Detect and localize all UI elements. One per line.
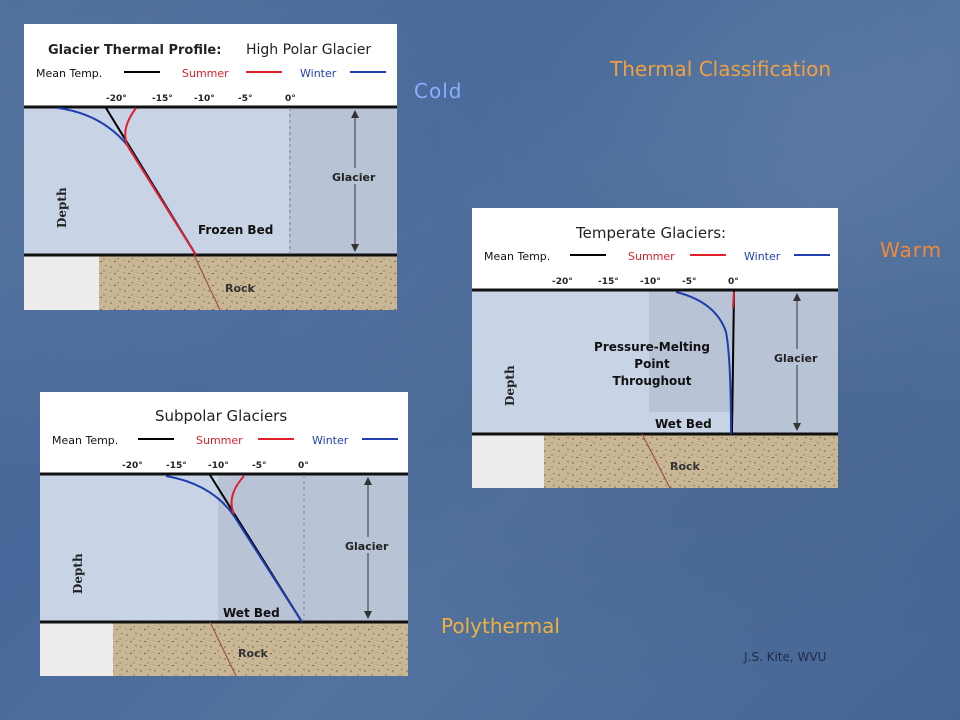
subpolar-tick-0: 0° (298, 461, 309, 471)
polar-tick-0: 0° (285, 94, 296, 104)
subpolar-glacier-panel: Subpolar Glaciers Mean Temp. Summer Wint… (40, 392, 408, 676)
cold-label: Cold (414, 79, 463, 103)
temperate-tick-m5: -5° (682, 277, 697, 287)
subpolar-diagram: Subpolar Glaciers Mean Temp. Summer Wint… (40, 392, 408, 676)
temperate-tick-m20: -20° (552, 277, 573, 287)
polar-arrow-down-icon (351, 244, 359, 252)
warm-label: Warm (880, 238, 943, 262)
temperate-bed-label: Wet Bed (655, 417, 712, 431)
subpolar-bed-label: Wet Bed (223, 606, 280, 620)
subpolar-arrow-up-icon (364, 477, 372, 485)
subpolar-winter-profile (165, 475, 303, 623)
subpolar-title: Subpolar Glaciers (155, 407, 287, 425)
polar-tick-m10: -10° (194, 94, 215, 104)
temperate-depth-label: Depth (503, 365, 517, 406)
polar-title: High Polar Glacier (246, 42, 371, 58)
polar-diagram: Glacier Thermal Profile: High Polar Glac… (24, 24, 397, 310)
temperate-diagram: Temperate Glaciers: Mean Temp. Summer Wi… (472, 208, 838, 488)
temperate-rock-label: Rock (670, 460, 701, 473)
author-credit: J.S. Kite, WVU (744, 650, 827, 664)
subpolar-tick-m5: -5° (252, 461, 267, 471)
polar-legend-mean: Mean Temp. (36, 67, 102, 80)
temperate-legend-winter: Winter (744, 250, 781, 263)
temperate-mean-profile (731, 290, 735, 435)
subpolar-legend-mean: Mean Temp. (52, 434, 118, 447)
temperate-legend-mean: Mean Temp. (484, 250, 550, 263)
subpolar-summer-profile (230, 475, 245, 515)
temperate-tick-m10: -10° (640, 277, 661, 287)
polar-tick-m5: -5° (238, 94, 253, 104)
temperate-glacier-panel: Temperate Glaciers: Mean Temp. Summer Wi… (472, 208, 838, 488)
temperate-arrow-down-icon (793, 423, 801, 431)
subpolar-rock-gradient (209, 621, 237, 676)
temperate-glacier-label: Glacier (774, 352, 818, 365)
polar-glacier-label: Glacier (332, 171, 376, 184)
polar-rock-label: Rock (225, 282, 256, 295)
subpolar-arrow-down-icon (364, 611, 372, 619)
polar-legend-winter: Winter (300, 67, 337, 80)
subpolar-legend-summer: Summer (196, 434, 243, 447)
polar-arrow-up-icon (351, 110, 359, 118)
subpolar-depth-label: Depth (71, 553, 85, 594)
slide-title: Thermal Classification (610, 57, 832, 81)
polar-title-bold: Glacier Thermal Profile: (48, 43, 221, 58)
subpolar-tick-m10: -10° (208, 461, 229, 471)
temperate-note-line2: Point (634, 357, 670, 371)
subpolar-rock-label: Rock (238, 647, 269, 660)
subpolar-glacier-label: Glacier (345, 540, 389, 553)
temperate-title: Temperate Glaciers: (575, 224, 726, 242)
polar-bed-label: Frozen Bed (198, 223, 273, 237)
temperate-tick-m15: -15° (598, 277, 619, 287)
polar-tick-m20: -20° (106, 94, 127, 104)
temperate-rock-gradient (641, 433, 671, 488)
subpolar-tick-m20: -20° (122, 461, 143, 471)
polar-rock-gradient (193, 254, 221, 310)
subpolar-tick-m15: -15° (166, 461, 187, 471)
polar-summer-profile (124, 107, 197, 256)
polar-glacier-panel: Glacier Thermal Profile: High Polar Glac… (24, 24, 397, 310)
temperate-note-line3: Throughout (612, 374, 691, 388)
temperate-arrow-up-icon (793, 293, 801, 301)
polar-tick-m15: -15° (152, 94, 173, 104)
temperate-legend-summer: Summer (628, 250, 675, 263)
polar-depth-label: Depth (55, 187, 69, 228)
polar-legend-summer: Summer (182, 67, 229, 80)
subpolar-legend-winter: Winter (312, 434, 349, 447)
temperate-winter-profile (675, 291, 732, 435)
temperate-note-line1: Pressure-Melting (594, 340, 710, 354)
temperate-summer-profile (732, 291, 735, 309)
polythermal-label: Polythermal (441, 614, 560, 638)
temperate-tick-0: 0° (728, 277, 739, 287)
